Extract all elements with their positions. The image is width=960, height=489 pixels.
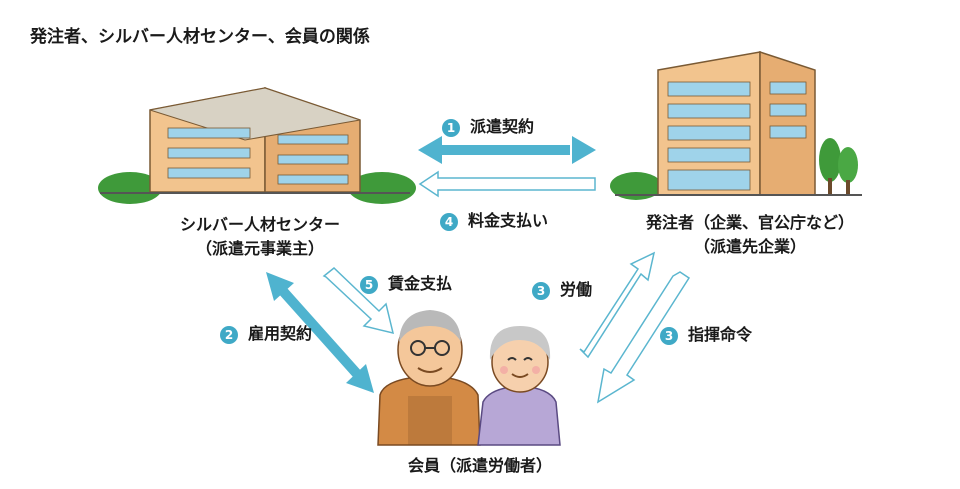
relation-command: 3 指揮命令 <box>660 323 752 347</box>
relation-labor: 3 労働 <box>532 278 592 302</box>
dispatch-contract-arrow <box>418 136 596 164</box>
wage-payment-arrow <box>322 267 395 335</box>
relation-label: 指揮命令 <box>688 325 753 344</box>
fee-payment-arrow <box>418 170 596 198</box>
client-name: 発注者（企業、官公庁など） <box>645 213 854 232</box>
silver-center-role: （派遣元事業主） <box>195 239 324 258</box>
relation-dispatch-contract: 1 派遣契約 <box>442 115 534 139</box>
silver-center-name: シルバー人材センター <box>179 215 340 234</box>
relation-label: 派遣契約 <box>470 117 535 136</box>
elderly-members-icon <box>377 310 561 446</box>
employment-contract-arrow <box>266 272 374 393</box>
relation-label: 賃金支払 <box>388 274 453 293</box>
client-building-icon <box>610 50 862 200</box>
relation-label: 料金支払い <box>468 211 549 230</box>
relation-number-badge: 2 <box>220 325 238 344</box>
client-label: 発注者（企業、官公庁など） （派遣先企業） <box>600 211 900 259</box>
member-label: 会員（派遣労働者） <box>407 456 552 475</box>
relation-label: 雇用契約 <box>248 324 313 343</box>
command-arrow <box>596 271 691 404</box>
silver-center-building-icon <box>98 86 416 204</box>
relation-number-badge: 3 <box>532 281 550 300</box>
client-role: （派遣先企業） <box>693 237 806 256</box>
relation-wage-payment: 5 賃金支払 <box>360 272 452 296</box>
relation-number-badge: 5 <box>360 275 378 294</box>
relation-label: 労働 <box>560 280 593 299</box>
labor-arrow <box>579 251 656 359</box>
relation-employment-contract: 2 雇用契約 <box>220 322 312 346</box>
relation-number-badge: 4 <box>440 212 458 231</box>
relation-number-badge: 3 <box>660 326 678 345</box>
diagram-title: 発注者、シルバー人材センター、会員の関係 <box>30 27 370 47</box>
silver-center-label: シルバー人材センター （派遣元事業主） <box>150 213 370 261</box>
relation-fee-payment: 4 料金支払い <box>440 209 548 233</box>
relation-number-badge: 1 <box>442 118 460 137</box>
